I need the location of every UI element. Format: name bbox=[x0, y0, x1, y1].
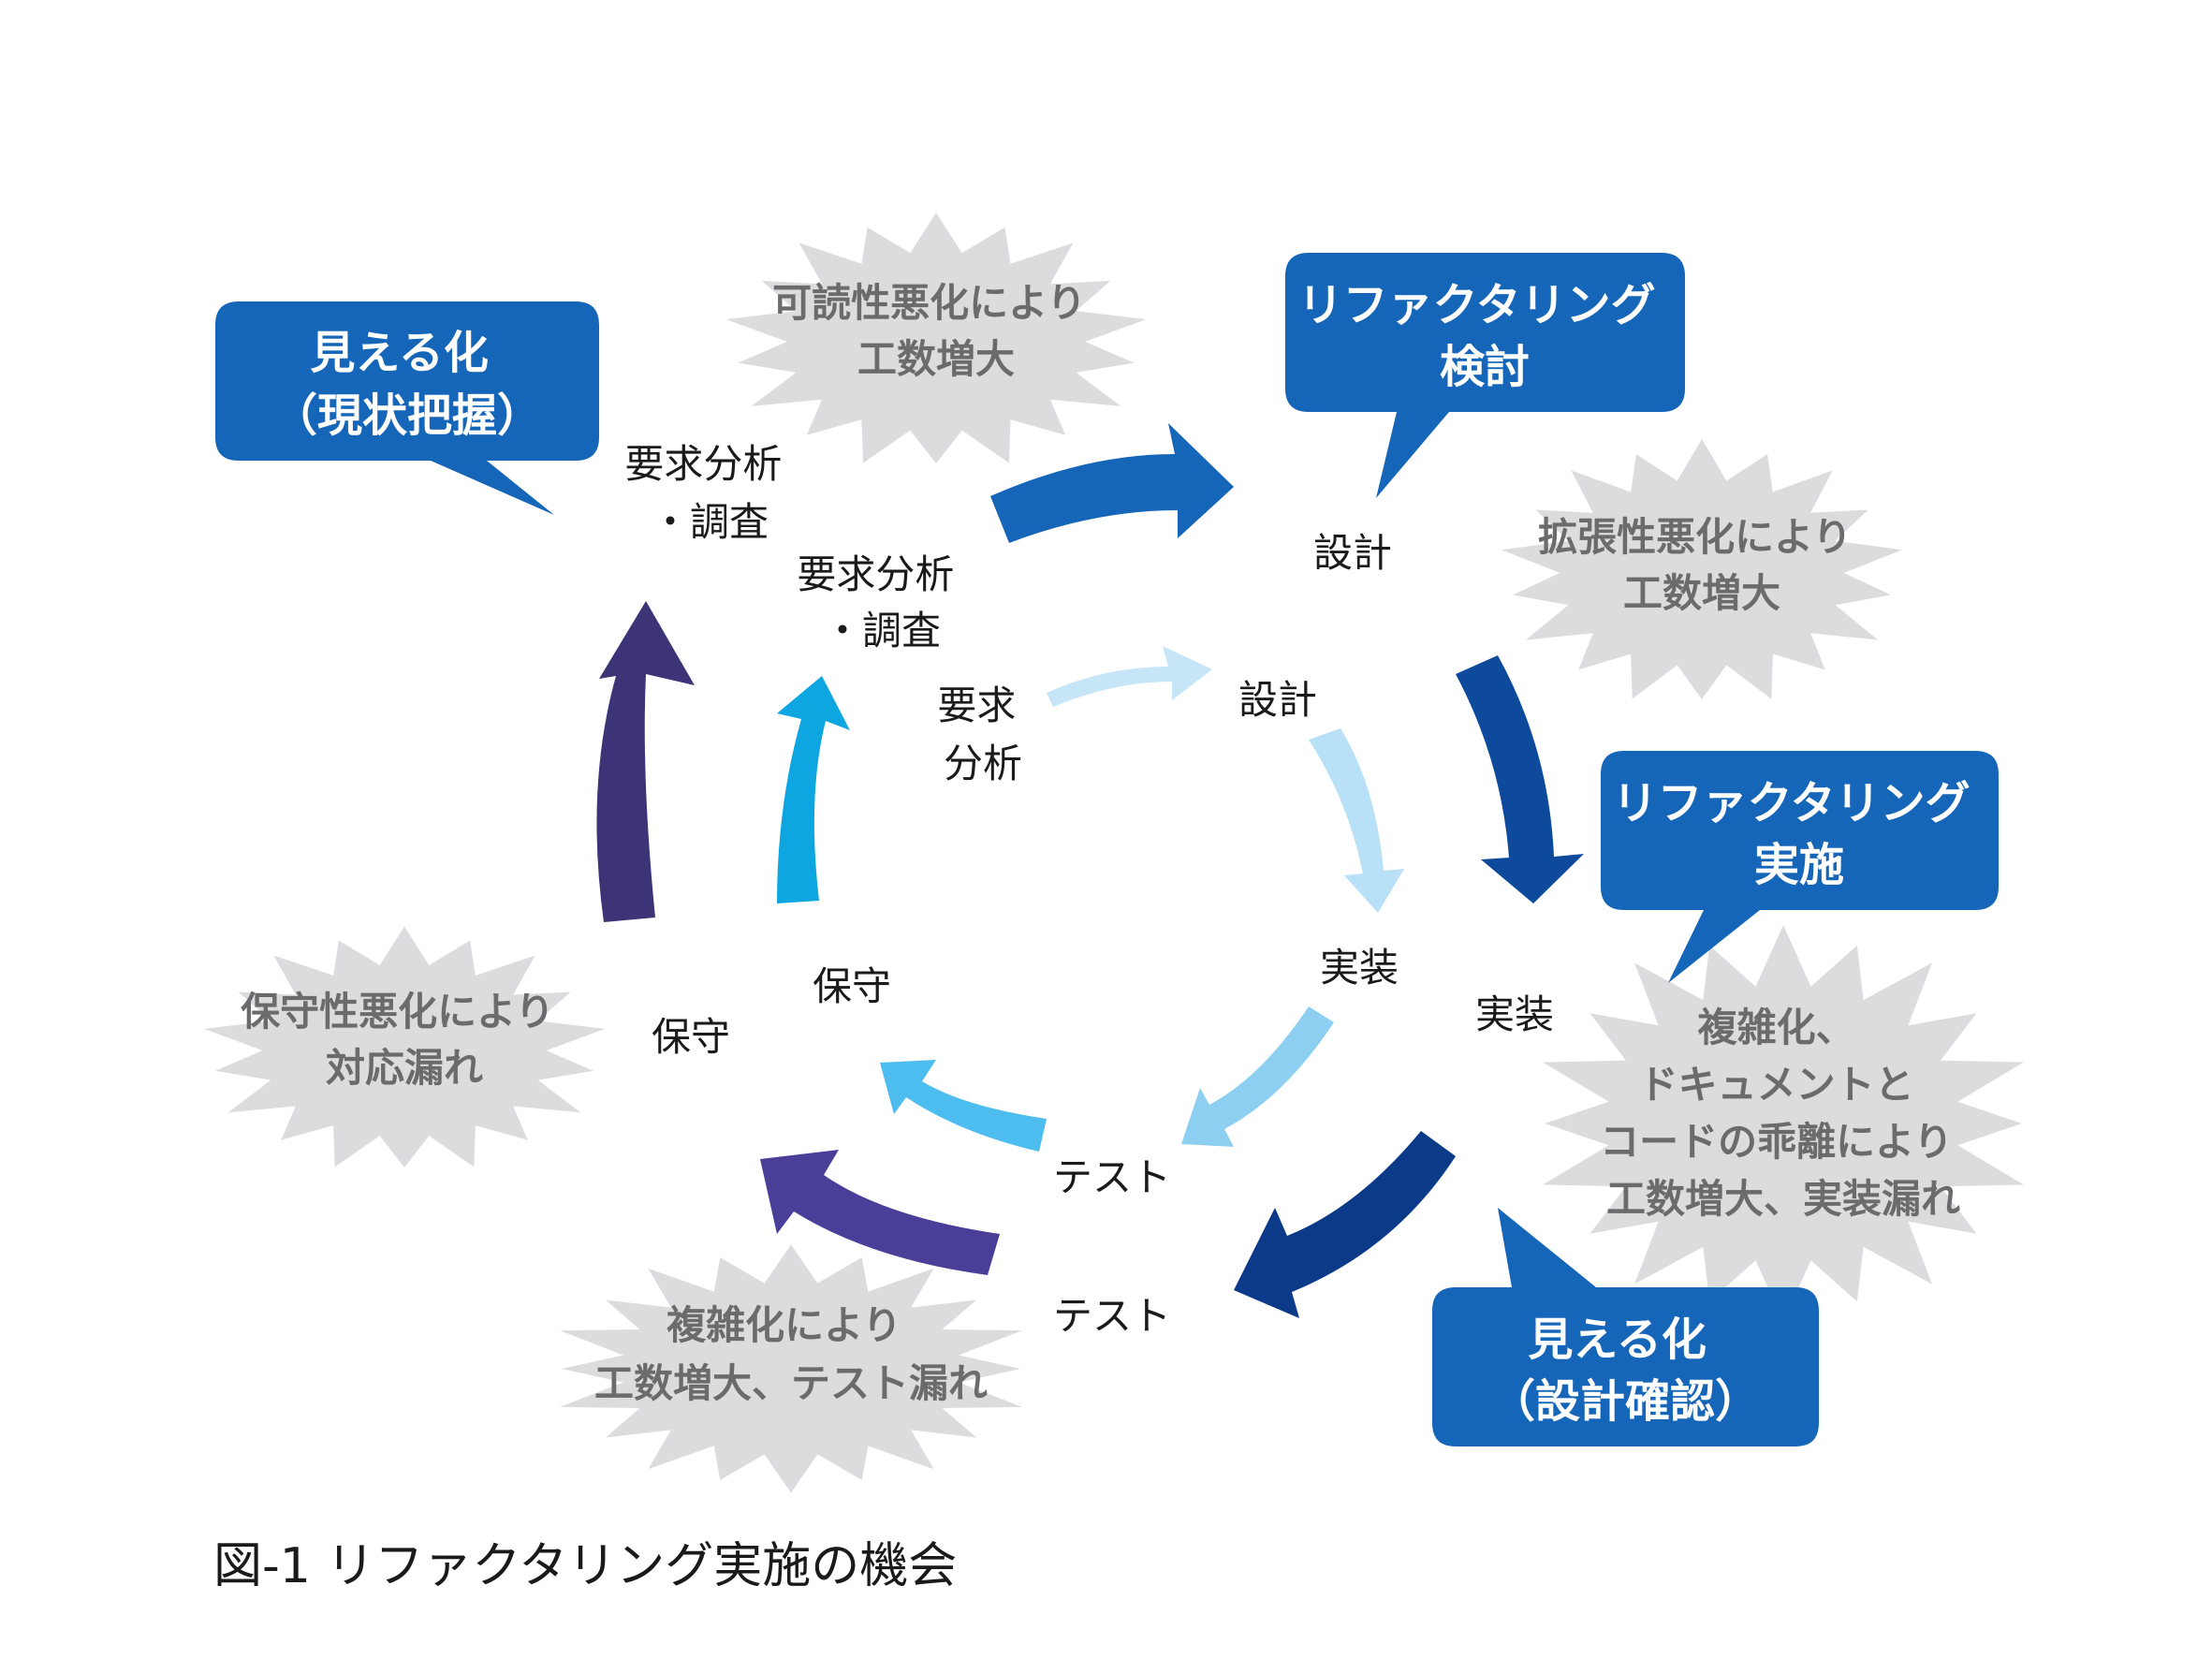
burst-shape-extensibility bbox=[1502, 438, 1902, 699]
figure-caption: 図-1 リファクタリング実施の機会 bbox=[213, 1538, 957, 1594]
arrow-outer-maintenance-to-requirements bbox=[596, 601, 695, 922]
callout-refactoring-kento-shape bbox=[1285, 253, 1685, 498]
inner-stage-design: 設計 bbox=[1238, 677, 1317, 723]
arrow-outer-design-to-implementation bbox=[1456, 655, 1584, 903]
middle-stage-requirements: 要求分析 ・調査 bbox=[797, 551, 966, 653]
burst-complexity-doc-text: 複雑化、 ドキュメントと コードの乖離により 工数増大、実装漏れ bbox=[1600, 1005, 1967, 1222]
burst-extensibility-text: 拡張性悪化により 工数増大 bbox=[1538, 514, 1866, 616]
outer-stage-design: 設計 bbox=[1313, 530, 1392, 576]
outer-stage-implementation: 実装 bbox=[1475, 991, 1554, 1037]
callout-mieruka-genjo-text: 見える化 （現状把握） bbox=[272, 327, 542, 442]
outer-stage-maintenance: 保守 bbox=[652, 1014, 730, 1060]
burst-shape-complexity-test bbox=[560, 1244, 1022, 1493]
callout-refactoring-kento-text: リファクタリング 検討 bbox=[1298, 279, 1672, 393]
callout-mieruka-genjo-shape bbox=[215, 301, 599, 515]
arrow-middle-test-to-maintenance bbox=[880, 1060, 1047, 1152]
callouts-layer bbox=[215, 253, 1999, 1446]
bursts-layer bbox=[204, 213, 2025, 1493]
outer-stage-requirements: 要求分析 ・調査 bbox=[624, 441, 794, 545]
arrow-inner-requirements-to-design bbox=[1047, 646, 1212, 707]
inner-stage-requirements: 要求 分析 bbox=[937, 683, 1028, 786]
burst-shape-readability bbox=[725, 213, 1147, 463]
callout-mieruka-sekkei-text: 見える化 （設計確認） bbox=[1490, 1314, 1760, 1428]
burst-shape-complexity-doc bbox=[1542, 925, 2025, 1322]
callout-refactoring-jisshi-shape bbox=[1601, 751, 1999, 983]
arrow-outer-test-to-maintenance bbox=[760, 1150, 1000, 1275]
callout-mieruka-sekkei-shape bbox=[1432, 1208, 1819, 1446]
arrows-layer bbox=[596, 423, 1584, 1318]
arrow-outer-requirements-to-design bbox=[990, 423, 1234, 543]
burst-readability-text: 可読性悪化により 工数増大 bbox=[772, 280, 1100, 382]
arrow-inner-design-to-implementation bbox=[1309, 728, 1404, 913]
callout-refactoring-jisshi-text: リファクタリング 実施 bbox=[1613, 777, 1986, 891]
middle-stage-test: テスト bbox=[1053, 1154, 1171, 1200]
middle-stage-implementation: 実装 bbox=[1320, 945, 1399, 991]
burst-maintainability-text: 保守性悪化により 対応漏れ bbox=[241, 989, 568, 1091]
arrow-outer-implementation-to-test bbox=[1234, 1131, 1456, 1318]
arrow-middle-maintenance-to-requirements bbox=[777, 676, 850, 903]
burst-complexity-test-text: 複雑化により 工数増大、テスト漏れ bbox=[594, 1302, 988, 1406]
burst-shape-maintainability bbox=[204, 926, 605, 1167]
arrow-inner-implementation-to-test bbox=[1181, 1006, 1334, 1147]
outer-stage-test: テスト bbox=[1053, 1293, 1171, 1339]
middle-stage-maintenance: 保守 bbox=[813, 963, 891, 1009]
